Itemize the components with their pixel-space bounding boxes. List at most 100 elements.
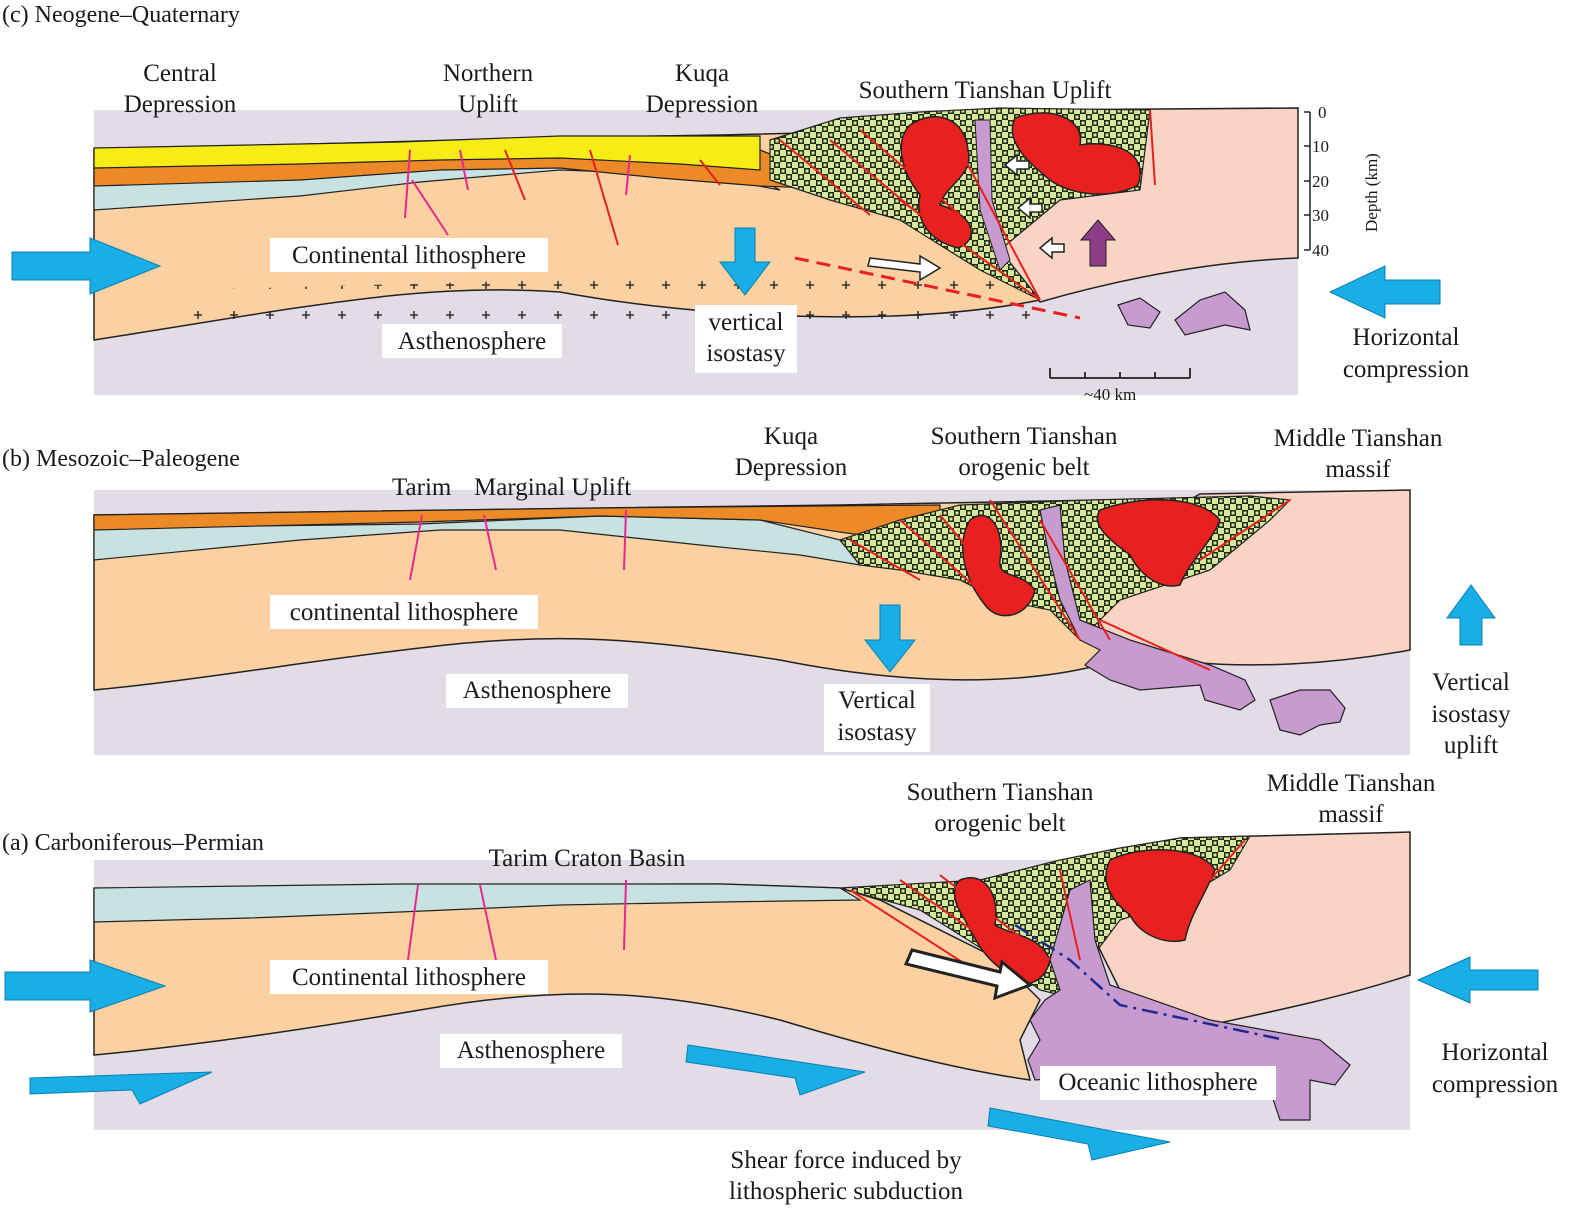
panel-c: (c) Neogene–Quaternary [2, 2, 1470, 404]
label-tarim: Tarim [392, 474, 452, 501]
label-middle-tianshan-a-1: Middle Tianshan [1267, 770, 1436, 797]
sediment-orange-layer [93, 504, 941, 536]
faults-magenta-c [404, 149, 631, 236]
label-bg [382, 324, 562, 358]
compression-arrow-left-c [11, 237, 162, 295]
uplift-arrow-purple [1079, 219, 1117, 267]
label-southern-tianshan-uplift: Southern Tianshan Uplift [859, 77, 1112, 104]
label-asthenosphere-b: Asthenosphere [463, 677, 612, 704]
label-bg [695, 305, 797, 373]
faults-magenta-b [409, 509, 627, 581]
sediment-yellow-layer [93, 135, 761, 171]
label-central-depression-1: Central [143, 60, 217, 87]
shear-arrow-1 [29, 1071, 213, 1105]
depth-tick-20: 20 [1312, 172, 1329, 191]
label-southern-tianshan-a-1: Southern Tianshan [907, 779, 1094, 806]
label-southern-tianshan-b-2: orogenic belt [958, 454, 1089, 481]
subduction-direction-arrow [903, 948, 1033, 1001]
label-horizontal-compression-c-1: Horizontal [1353, 324, 1460, 351]
label-kuqa-depression-1: Kuqa [675, 60, 729, 87]
label-continental-lithosphere-c: Continental lithosphere [292, 242, 526, 269]
distance-scale-label: ~40 km [1084, 385, 1136, 404]
label-horizontal-compression-a-2: compression [1432, 1071, 1559, 1098]
label-middle-tianshan-a-2: massif [1318, 801, 1384, 828]
label-bg [270, 238, 548, 272]
label-shear-force-1: Shear force induced by [730, 1147, 962, 1174]
label-northern-uplift-1: Northern [443, 60, 534, 87]
label-vertical-isostasy-b-1: Vertical [838, 687, 916, 714]
label-asthenosphere-c: Asthenosphere [398, 328, 547, 355]
label-central-depression-2: Depression [124, 91, 237, 118]
label-kuqa-depression-1: Kuqa [764, 423, 818, 450]
label-bg [824, 684, 930, 752]
oceanic-lithosphere-slab [1027, 879, 1351, 1121]
oceanic-fragment-b [1269, 689, 1346, 736]
oceanic-fragment-c1 [1117, 297, 1161, 329]
label-bg [440, 1034, 622, 1068]
label-tarim-craton-basin: Tarim Craton Basin [489, 845, 686, 872]
granite-pluton-1 [962, 514, 1036, 617]
label-continental-lithosphere-a: Continental lithosphere [292, 964, 526, 991]
isostasy-arrow-down-b [863, 604, 917, 673]
label-horizontal-compression-a-1: Horizontal [1442, 1039, 1549, 1066]
sediment-blue-layer [93, 883, 863, 923]
depth-tick-0: 0 [1318, 103, 1327, 122]
label-middle-tianshan-b-2: massif [1325, 456, 1391, 483]
compression-arrow-right-a [1416, 956, 1539, 1004]
subduction-zone-line [1014, 923, 1286, 1042]
depth-tick-10: 10 [1312, 137, 1329, 156]
detachment-fault [794, 256, 1081, 320]
compression-arrows-white [1003, 153, 1065, 260]
granite-pluton-1 [900, 116, 972, 249]
granite-pluton-2 [1105, 849, 1216, 942]
label-kuqa-depression-2: Depression [646, 91, 759, 118]
label-kuqa-depression-2: Depression [735, 454, 848, 481]
label-oceanic-lithosphere: Oceanic lithosphere [1058, 1069, 1257, 1096]
oceanic-wedge-c [974, 119, 1011, 271]
label-horizontal-compression-c-2: compression [1343, 356, 1470, 383]
uplift-arrow-up-b [1446, 584, 1496, 646]
label-vertical-isostasy-b-2: isostasy [837, 719, 917, 746]
shear-arrow-2 [685, 1044, 866, 1096]
panel-c-title: (c) Neogene–Quaternary [2, 2, 240, 28]
oceanic-fragment-c2 [1174, 291, 1251, 336]
compression-arrow-left-a [4, 959, 167, 1013]
faults-red-b [849, 499, 1291, 671]
label-southern-tianshan-b-1: Southern Tianshan [931, 423, 1118, 450]
label-southern-tianshan-a-2: orogenic belt [934, 810, 1065, 837]
isostasy-arrow-down-c [718, 227, 772, 296]
label-continental-lithosphere-b: continental lithosphere [290, 599, 518, 626]
panel-a-title: (a) Carboniferous–Permian [2, 830, 264, 856]
continental-lithosphere-layer [93, 883, 1041, 1081]
label-uplift-b-3: uplift [1444, 732, 1498, 759]
depth-tick-30: 30 [1312, 206, 1329, 225]
panel-b: (b) Mesozoic–Paleogene Tarim Marginal Up… [2, 423, 1511, 759]
label-northern-uplift-2: Uplift [458, 91, 518, 118]
label-bg [270, 960, 548, 994]
depth-tick-40: 40 [1312, 241, 1329, 260]
label-marginal-uplift: Marginal Uplift [474, 474, 631, 501]
label-bg [446, 674, 628, 708]
compression-arrow-right-c [1328, 265, 1441, 319]
distance-scale-bar [1049, 368, 1191, 379]
faults-magenta-a [407, 879, 627, 961]
faults-red-c [504, 109, 1156, 301]
thrust-direction-arrow [867, 254, 942, 282]
label-shear-force-2: lithospheric subduction [729, 1178, 963, 1205]
panel-b-title: (b) Mesozoic–Paleogene [2, 446, 240, 472]
depth-scale [1304, 111, 1311, 251]
label-uplift-b-1: Vertical [1432, 669, 1510, 696]
granite-pluton-2 [1011, 112, 1141, 195]
depth-axis-title: Depth (km) [1362, 153, 1381, 232]
label-vertical-isostasy-c-1: vertical [709, 309, 784, 336]
label-asthenosphere-a: Asthenosphere [457, 1037, 606, 1064]
label-bg [1040, 1066, 1276, 1100]
label-middle-tianshan-b-1: Middle Tianshan [1274, 425, 1443, 452]
shear-arrow-3 [987, 1107, 1171, 1161]
granite-pluton-2 [1096, 499, 1221, 587]
label-uplift-b-2: isostasy [1431, 701, 1511, 728]
label-vertical-isostasy-c-2: isostasy [706, 340, 786, 367]
label-bg [270, 595, 538, 629]
panel-a: (a) Carboniferous–Permian Tarim Craton B… [2, 770, 1559, 1205]
